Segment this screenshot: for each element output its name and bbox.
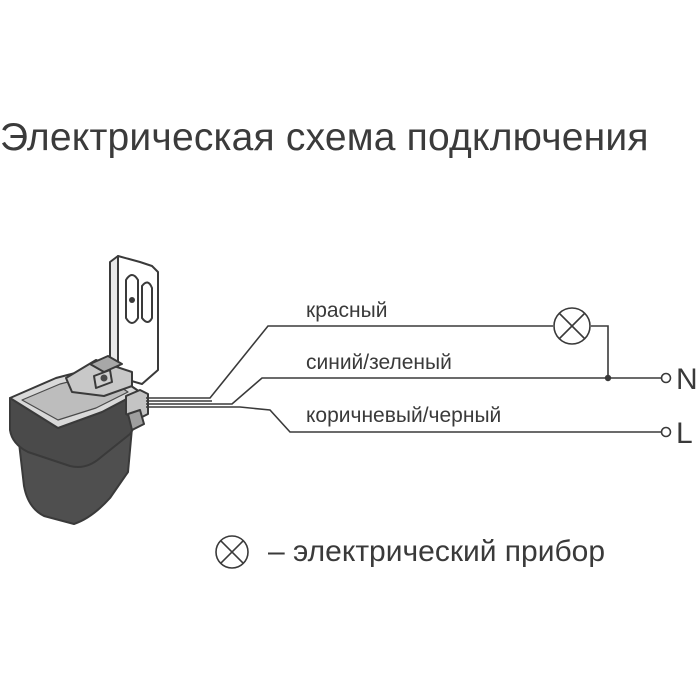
terminal-l-icon bbox=[660, 426, 672, 438]
neutral-junction-dot bbox=[604, 374, 612, 382]
wire-label-brown-black: коричневый/черный bbox=[306, 404, 501, 427]
diagram-title: Электрическая схема подключения bbox=[0, 116, 649, 159]
terminal-n-label: N bbox=[676, 363, 698, 396]
wire-label-red: красный bbox=[306, 299, 387, 322]
wire-label-blue-green: синий/зеленый bbox=[306, 351, 452, 374]
wire-lines bbox=[146, 325, 665, 433]
legend-text: – электрический прибор bbox=[268, 535, 606, 568]
photo-sensor-housing bbox=[9, 355, 149, 525]
lamp-icon bbox=[553, 307, 591, 345]
lamp-symbol-icon bbox=[215, 535, 249, 569]
terminal-n-icon bbox=[660, 372, 672, 384]
legend: – электрический прибор bbox=[212, 532, 605, 572]
terminal-l-label: L bbox=[676, 417, 693, 450]
